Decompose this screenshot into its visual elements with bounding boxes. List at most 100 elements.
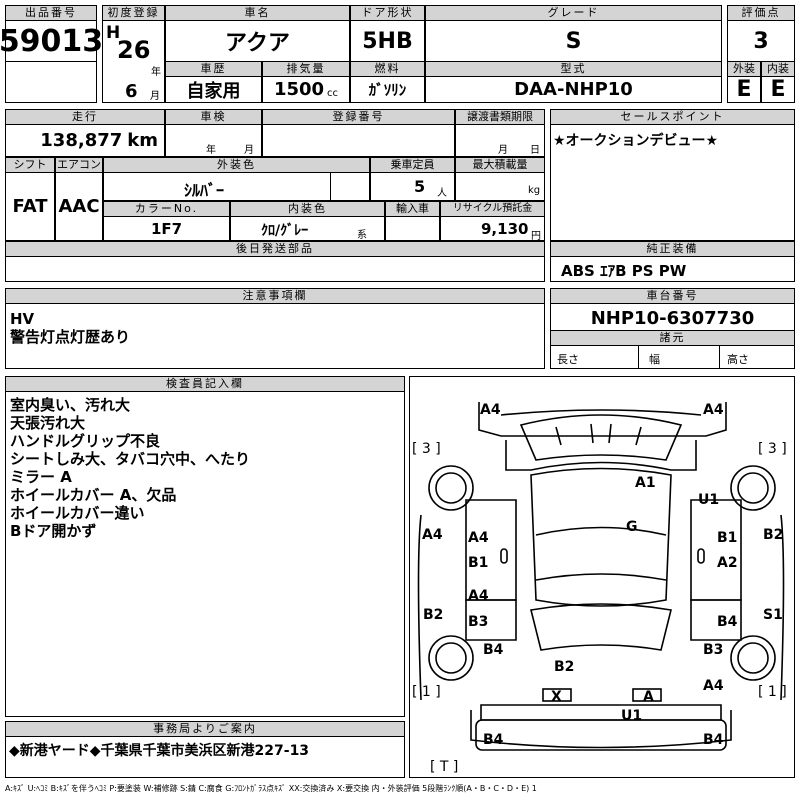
spare-tyre-area: [475, 719, 727, 751]
transfer-day-unit: 日: [530, 145, 540, 156]
inspector-line: ミラー A: [10, 468, 72, 486]
inspection-label: 車検: [165, 109, 262, 125]
transfer-box: 月 日: [455, 124, 545, 157]
mark: A2: [717, 555, 738, 571]
equipment-box: ABS ｴｱB PS PW: [550, 256, 795, 282]
reg-no-box: [262, 124, 455, 157]
color-no-label: カラーNo.: [103, 201, 230, 217]
interior-label: 内装: [761, 61, 795, 77]
equipment: ABS ｴｱB PS PW: [561, 262, 687, 280]
import-label: 輸入車: [385, 201, 440, 217]
ac: AAC: [55, 172, 103, 241]
caution-label: 注意事項欄: [5, 288, 545, 304]
tyre-label: [ 1 ]: [412, 684, 441, 700]
fuel: ｶﾞｿﾘﾝ: [350, 76, 425, 103]
mark: B2: [763, 527, 783, 543]
recycle-fee: 9,130: [481, 220, 529, 238]
transfer-month-unit: 月: [498, 145, 508, 156]
office-message: ◆新港ヤード◆千葉県千葉市美浜区新港227-13: [9, 743, 310, 759]
mark: A4: [422, 527, 443, 543]
right-side-line: [780, 514, 785, 701]
ext-color: ｼﾙﾊﾞｰ: [184, 181, 225, 200]
windshield: [519, 414, 683, 461]
sales-point: ★オークションデビュー★: [553, 133, 719, 149]
wheel-front-left: [428, 465, 474, 511]
year-unit: 年: [151, 67, 161, 78]
displacement: 1500: [273, 79, 325, 100]
exterior-label: 外装: [727, 61, 761, 77]
damage-diagram: A4 A4 A1 U1 G A4 B1 A4 B1 A2 B2 A4 B3 B4…: [409, 376, 795, 778]
later-parts-box: [5, 256, 545, 282]
lot-no: 59013: [0, 20, 103, 62]
car-name-label: 車名: [165, 5, 350, 21]
cowl-outline: [505, 440, 697, 471]
mark: B2: [423, 607, 443, 623]
first-reg-box: H 26 年 6 月: [102, 20, 165, 103]
tyre-labels: [ 3 ] [ 3 ] [ 1 ] [ 1 ] [ T ]: [412, 441, 787, 775]
divider: [638, 346, 639, 368]
wheel-rear-left: [428, 635, 474, 681]
door-type: 5HB: [350, 20, 425, 62]
mark: B2: [554, 659, 574, 675]
roof-line: [535, 573, 667, 581]
mark: B1: [717, 530, 737, 546]
recycle-unit: 円: [531, 231, 541, 242]
inspector-line: 室内臭い、汚れ大: [10, 396, 131, 414]
rear-bumper: [480, 704, 722, 721]
front-hood-line: [500, 409, 702, 416]
score: 3: [727, 20, 795, 62]
capacity-box: 5 人: [370, 172, 455, 201]
rear-light-right: [632, 688, 662, 702]
sales-point-label: セールスポイント: [550, 109, 795, 125]
left-side-line: [417, 514, 422, 701]
import-box: [385, 216, 440, 241]
inspector-line: Bドア開かず: [10, 522, 97, 540]
chassis-no: NHP10-6307730: [550, 303, 795, 333]
first-reg-label: 初度登録: [102, 5, 165, 21]
inspector-line: シートしみ大、タバコ穴中、へたり: [10, 450, 251, 468]
divider: [719, 346, 720, 368]
car-name: アクア: [165, 20, 350, 62]
left-front-door: [465, 499, 517, 601]
insp-month-unit: 月: [244, 145, 254, 156]
model-label: 型式: [425, 61, 722, 77]
height-label: 高さ: [727, 353, 749, 366]
mileage-unit: km: [127, 130, 158, 151]
displacement-unit: cc: [327, 88, 339, 99]
model: DAA-NHP10: [425, 76, 722, 103]
shift-label: シフト: [5, 157, 55, 173]
caution-line: HV: [10, 310, 35, 328]
sales-point-box: ★オークションデビュー★: [550, 124, 795, 241]
mark: G: [626, 519, 638, 535]
car-diagram-svg: A4 A4 A1 U1 G A4 B1 A4 B1 A2 B2 A4 B3 B4…: [412, 402, 787, 775]
score-label: 評価点: [727, 5, 795, 21]
caution-box: HV 警告灯点灯歴あり: [5, 303, 545, 369]
reg-month: 6: [125, 81, 138, 102]
mark: A4: [468, 588, 489, 604]
wheel-front-right: [730, 465, 776, 511]
grade-label: グレード: [425, 5, 722, 21]
load-label: 最大積載量: [455, 157, 545, 173]
wiper-lines: [555, 423, 642, 446]
rear-light-left: [542, 688, 572, 702]
load-box: kg: [455, 172, 545, 201]
width-label: 幅: [649, 353, 660, 366]
lot-no-blank: [5, 61, 97, 103]
inspector-line: ホイールカバー A、欠品: [10, 486, 177, 504]
fuel-label: 燃料: [350, 61, 425, 77]
left-rear-door: [465, 599, 517, 641]
tyre-label: [ 3 ]: [412, 441, 441, 457]
mark: A1: [635, 475, 656, 491]
capacity: 5: [414, 177, 426, 196]
reg-year: 26: [117, 36, 151, 64]
history-label: 車歴: [165, 61, 262, 77]
shift: FAT: [5, 172, 55, 241]
later-parts-label: 後日発送部品: [5, 241, 545, 257]
mark: A4: [480, 402, 501, 418]
mark: B4: [483, 642, 504, 658]
inspector-label: 検査員記入欄: [5, 376, 405, 392]
transfer-label: 譲渡書類期限: [455, 109, 545, 125]
mark: S1: [763, 607, 783, 623]
reg-no-label: 登録番号: [262, 109, 455, 125]
